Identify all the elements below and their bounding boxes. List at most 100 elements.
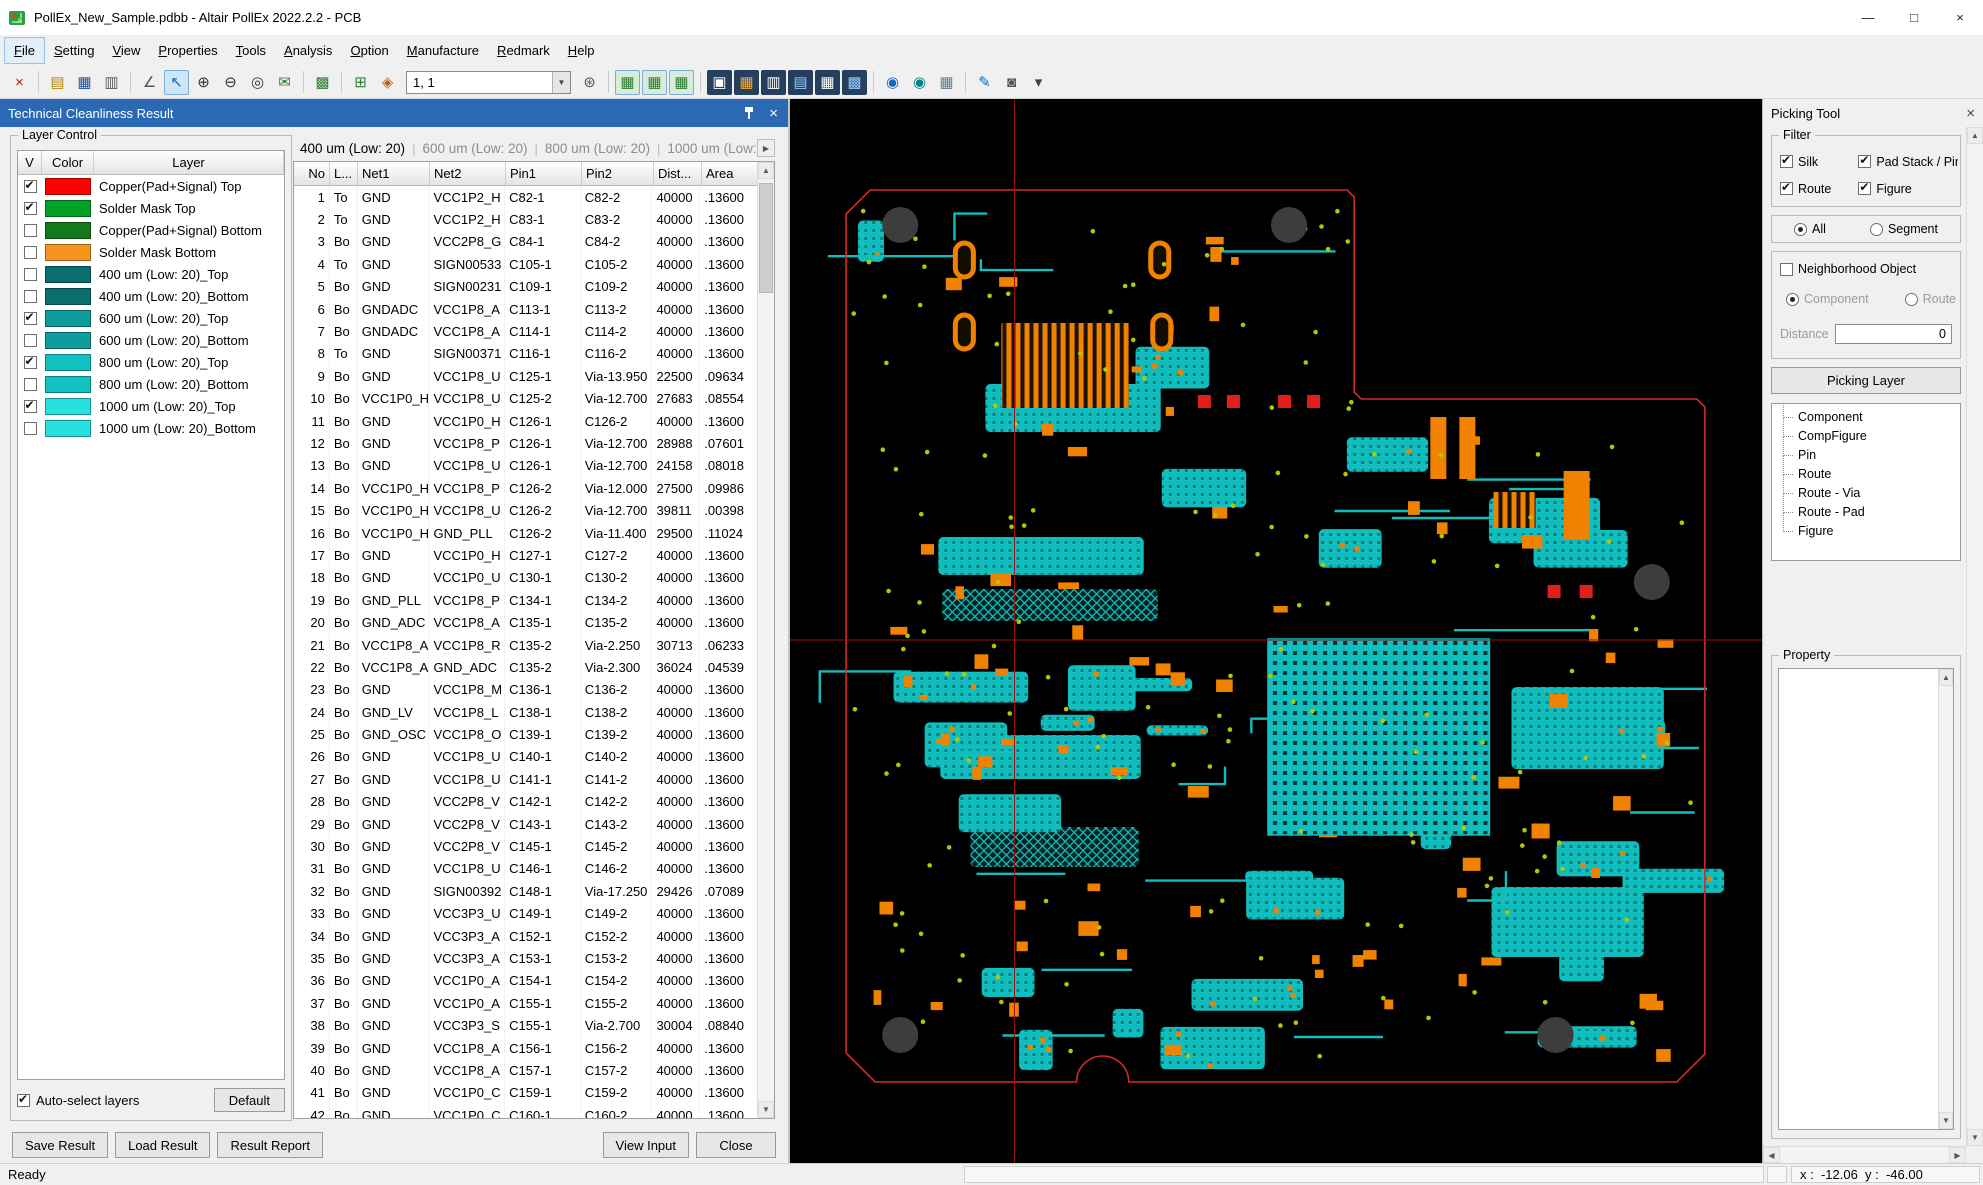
- layer-row[interactable]: 1000 um (Low: 20)_Top: [18, 395, 284, 417]
- result-column-2[interactable]: L...: [330, 162, 358, 185]
- scroll-up-icon[interactable]: ▲: [1967, 127, 1983, 144]
- neighborhood-radio-route[interactable]: Route: [1905, 292, 1956, 306]
- layer-color-swatch[interactable]: [45, 178, 91, 195]
- tree-item-figure[interactable]: Figure: [1774, 522, 1958, 541]
- scroll-up-icon[interactable]: ▲: [758, 162, 774, 179]
- layer-visibility-checkbox[interactable]: [24, 400, 37, 413]
- zoom-out-icon[interactable]: ⊖: [218, 70, 243, 95]
- layer-visibility-checkbox[interactable]: [24, 356, 37, 369]
- result-row[interactable]: 5BoGNDSIGN00231C109-1C109-240000.13600: [294, 276, 757, 298]
- result-row[interactable]: 37BoGNDVCC1P0_AC155-1C155-240000.13600: [294, 992, 757, 1014]
- redmark-pen-icon[interactable]: ✎: [972, 70, 997, 95]
- close-document-icon[interactable]: ×: [7, 70, 32, 95]
- panel-dark-3-icon[interactable]: ▥: [761, 70, 786, 95]
- result-row[interactable]: 30BoGNDVCC2P8_VC145-1C145-240000.13600: [294, 835, 757, 857]
- layer-visibility-checkbox[interactable]: [24, 378, 37, 391]
- result-column-8[interactable]: Area: [702, 162, 759, 185]
- result-row[interactable]: 22BoVCC1P8_AGND_ADCC135-2Via-2.30036024.…: [294, 656, 757, 678]
- result-row[interactable]: 40BoGNDVCC1P8_AC157-1C157-240000.13600: [294, 1059, 757, 1081]
- result-row[interactable]: 34BoGNDVCC3P3_AC152-1C152-240000.13600: [294, 925, 757, 947]
- result-row[interactable]: 32BoGNDSIGN00392C148-1Via-17.25029426.07…: [294, 880, 757, 902]
- layer-color-swatch[interactable]: [45, 266, 91, 283]
- result-row[interactable]: 6BoGNDADCVCC1P8_AC113-1C113-240000.13600: [294, 298, 757, 320]
- tab-600um[interactable]: 600 um (Low: 20): [415, 141, 534, 156]
- result-row[interactable]: 12BoGNDVCC1P8_PC126-1Via-12.70028988.076…: [294, 432, 757, 454]
- result-row[interactable]: 7BoGNDADCVCC1P8_AC114-1C114-240000.13600: [294, 320, 757, 342]
- tab-800um[interactable]: 800 um (Low: 20): [538, 141, 657, 156]
- property-vertical-scrollbar[interactable]: ▲ ▼: [1938, 669, 1953, 1129]
- panel-dark-6-icon[interactable]: ▩: [842, 70, 867, 95]
- panel-dark-5-icon[interactable]: ▦: [815, 70, 840, 95]
- menu-manufacture[interactable]: Manufacture: [398, 37, 488, 64]
- load-result-button[interactable]: Load Result: [115, 1132, 210, 1158]
- zoom-in-icon[interactable]: ⊕: [191, 70, 216, 95]
- layer-color-swatch[interactable]: [45, 376, 91, 393]
- scroll-down-icon[interactable]: ▼: [1967, 1129, 1983, 1146]
- result-row[interactable]: 15BoVCC1P0_HVCC1P8_UC126-2Via-12.7003981…: [294, 499, 757, 521]
- filter-route[interactable]: Route: [1780, 182, 1858, 196]
- layer-color-swatch[interactable]: [45, 222, 91, 239]
- scroll-up-icon[interactable]: ▲: [1939, 669, 1953, 686]
- menu-analysis[interactable]: Analysis: [275, 37, 341, 64]
- layer-visibility-checkbox[interactable]: [24, 290, 37, 303]
- verify-teal-icon[interactable]: ◉: [907, 70, 932, 95]
- tab-scroll-right-icon[interactable]: ▶: [757, 139, 775, 157]
- pin-icon[interactable]: [743, 107, 755, 119]
- layer-settings-icon[interactable]: ⊛: [577, 70, 602, 95]
- layer-visibility-checkbox[interactable]: [24, 202, 37, 215]
- layer-row[interactable]: 600 um (Low: 20)_Top: [18, 307, 284, 329]
- result-row[interactable]: 18BoGNDVCC1P0_UC130-1C130-240000.13600: [294, 567, 757, 589]
- board-grid-icon[interactable]: ▩: [310, 70, 335, 95]
- layer-color-swatch[interactable]: [45, 288, 91, 305]
- panel-dark-1-icon[interactable]: ▣: [707, 70, 732, 95]
- menu-view[interactable]: View: [103, 37, 149, 64]
- layer-color-swatch[interactable]: [45, 244, 91, 261]
- tab-400um[interactable]: 400 um (Low: 20): [293, 141, 412, 156]
- layer-visibility-checkbox[interactable]: [24, 422, 37, 435]
- close-dialog-button[interactable]: Close: [696, 1132, 776, 1158]
- menu-setting[interactable]: Setting: [45, 37, 103, 64]
- layer-row[interactable]: Solder Mask Bottom: [18, 241, 284, 263]
- result-row[interactable]: 24BoGND_LVVCC1P8_LC138-1C138-240000.1360…: [294, 701, 757, 723]
- layer-color-swatch[interactable]: [45, 420, 91, 437]
- layer-row[interactable]: 600 um (Low: 20)_Bottom: [18, 329, 284, 351]
- print-icon[interactable]: ▥: [99, 70, 124, 95]
- layer-column-layer[interactable]: Layer: [94, 151, 284, 174]
- scroll-thumb[interactable]: [759, 183, 773, 293]
- result-row[interactable]: 11BoGNDVCC1P0_HC126-1C126-240000.13600: [294, 410, 757, 432]
- layer-top-icon[interactable]: ▦: [615, 70, 640, 95]
- result-column-3[interactable]: Net1: [358, 162, 430, 185]
- distance-input[interactable]: 0: [1835, 324, 1952, 344]
- result-row[interactable]: 20BoGND_ADCVCC1P8_AC135-1C135-240000.136…: [294, 611, 757, 633]
- layer-bottom-icon[interactable]: ▦: [669, 70, 694, 95]
- result-row[interactable]: 31BoGNDVCC1P8_UC146-1C146-240000.13600: [294, 858, 757, 880]
- layer-inner-icon[interactable]: ▦: [642, 70, 667, 95]
- menu-redmark[interactable]: Redmark: [488, 37, 559, 64]
- panel-close-icon[interactable]: ×: [769, 105, 778, 122]
- menu-properties[interactable]: Properties: [149, 37, 226, 64]
- close-button[interactable]: ×: [1937, 0, 1983, 35]
- measure-icon[interactable]: ∠: [137, 70, 162, 95]
- zoom-fit-icon[interactable]: ◎: [245, 70, 270, 95]
- toolbar-overflow-icon[interactable]: ▾: [1026, 70, 1051, 95]
- picking-close-icon[interactable]: ×: [1966, 105, 1975, 122]
- layer-color-swatch[interactable]: [45, 200, 91, 217]
- tree-item-compfigure[interactable]: CompFigure: [1774, 427, 1958, 446]
- layer-row[interactable]: 400 um (Low: 20)_Bottom: [18, 285, 284, 307]
- result-row[interactable]: 35BoGNDVCC3P3_AC153-1C153-240000.13600: [294, 947, 757, 969]
- layer-visibility-checkbox[interactable]: [24, 312, 37, 325]
- menu-file[interactable]: File: [4, 37, 45, 64]
- pcb-drawing[interactable]: [790, 99, 1762, 1163]
- scope-radio-segment[interactable]: Segment: [1870, 222, 1938, 236]
- result-column-1[interactable]: No: [294, 162, 330, 185]
- view-input-button[interactable]: View Input: [603, 1132, 689, 1158]
- layer-visibility-checkbox[interactable]: [24, 268, 37, 281]
- result-row[interactable]: 36BoGNDVCC1P0_AC154-1C154-240000.13600: [294, 970, 757, 992]
- menu-tools[interactable]: Tools: [227, 37, 275, 64]
- panel-dark-2-icon[interactable]: ▦: [734, 70, 759, 95]
- result-row[interactable]: 16BoVCC1P0_HGND_PLLC126-2Via-11.40029500…: [294, 522, 757, 544]
- filter-silk[interactable]: Silk: [1780, 155, 1858, 169]
- scroll-down-icon[interactable]: ▼: [758, 1101, 774, 1118]
- save-result-button[interactable]: Save Result: [12, 1132, 108, 1158]
- result-row[interactable]: 39BoGNDVCC1P8_AC156-1C156-240000.13600: [294, 1037, 757, 1059]
